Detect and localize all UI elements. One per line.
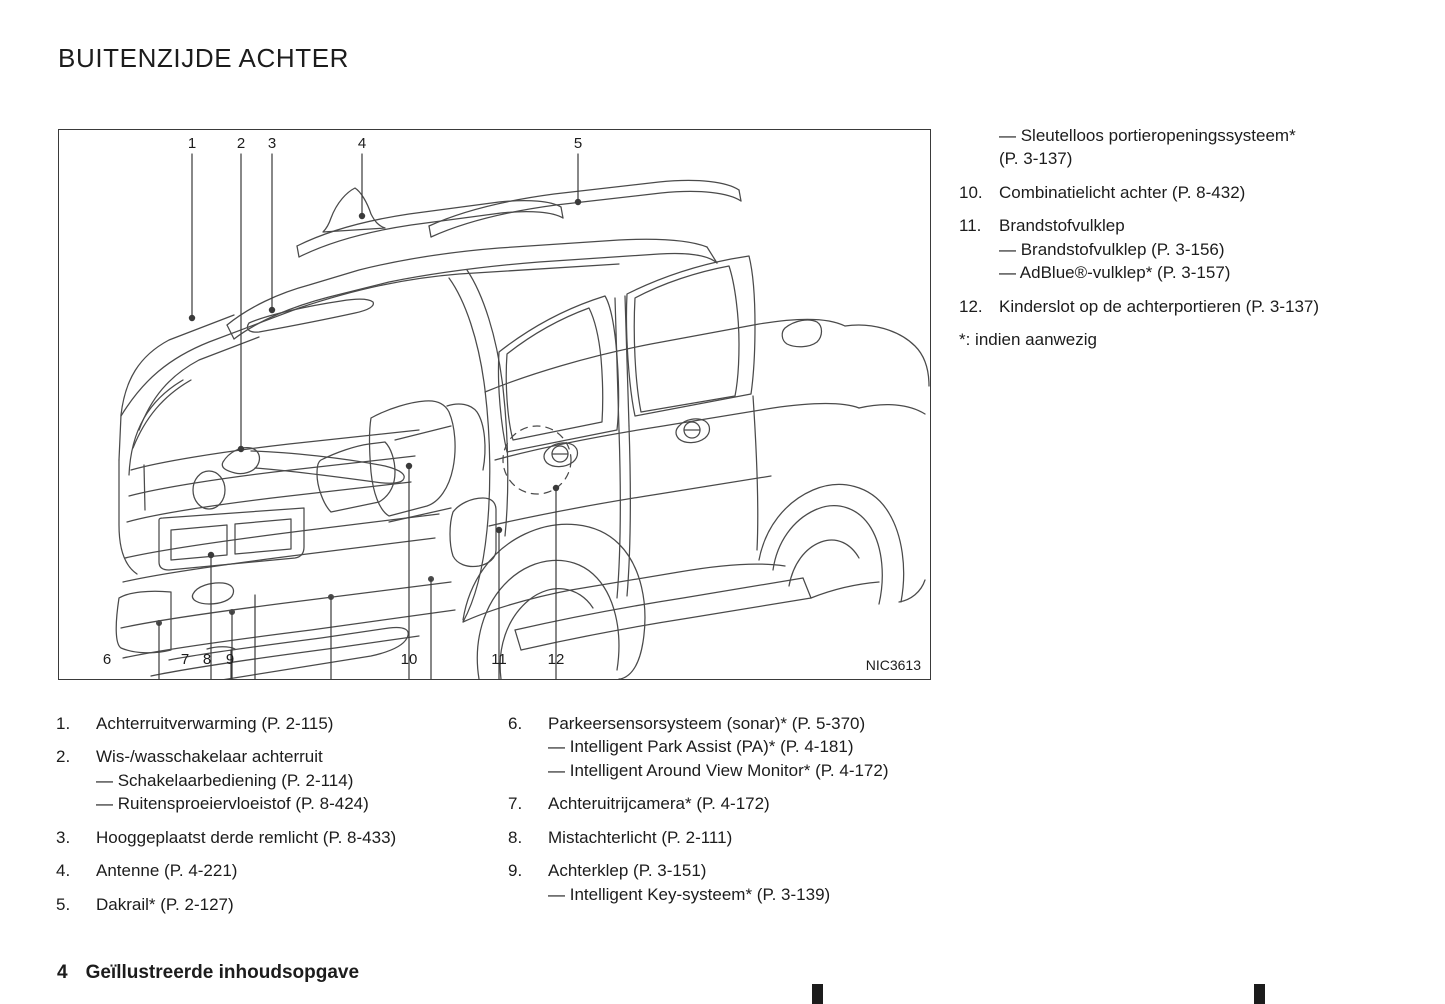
legend-body: Brandstofvulklep — Brandstofvulklep (P. … — [999, 214, 1429, 284]
legend-subitem: — Intelligent Key-systeem* (P. 3-139) — [548, 884, 831, 904]
legend-number: 1. — [56, 714, 71, 733]
legend-right-column: — Sleutelloos portieropeningssysteem* (P… — [959, 124, 1429, 352]
callout-12-label: 12 — [548, 651, 565, 668]
legend-item: 6. Parkeersensorsysteem (sonar)* (P. 5-3… — [508, 712, 978, 782]
figure-id-label: NIC3613 — [865, 657, 921, 673]
legend-item: 3. Hooggeplaatst derde remlicht (P. 8-43… — [56, 826, 506, 849]
legend-item: 11. Brandstofvulklep — Brandstofvulklep … — [959, 214, 1429, 284]
legend-main-text: Hooggeplaatst derde remlicht (P. 8-433) — [96, 827, 397, 847]
legend-body: Achterklep (P. 3-151) — Intelligent Key-… — [548, 859, 978, 906]
legend-body: Wis-/wasschakelaar achterruit — Schakela… — [96, 745, 506, 815]
print-registration-mark — [812, 984, 823, 1004]
callout-1: 1 — [188, 135, 196, 152]
legend-body: Dakrail* (P. 2-127) — [96, 893, 506, 916]
legend-main-text: Wis-/wasschakelaar achterruit — [96, 747, 323, 767]
legend-subitem: — Intelligent Park Assist (PA)* (P. 4-18… — [548, 737, 854, 757]
legend-number: 7. — [508, 794, 523, 814]
legend-body: Achterruitverwarming (P. 2-115) — [96, 712, 506, 735]
legend-subitem: — Intelligent Around View Monitor* (P. 4… — [548, 760, 889, 780]
legend-number: 4. — [56, 861, 71, 881]
callout-10-label: 10 — [401, 651, 418, 668]
legend-body: Kinderslot op de achterportieren (P. 3-1… — [999, 295, 1429, 318]
legend-body: Hooggeplaatst derde remlicht (P. 8-433) — [96, 826, 506, 849]
legend-item: 1. Achterruitverwarming (P. 2-115) — [56, 712, 506, 735]
legend-number: 6. — [508, 714, 523, 733]
legend-item: 4. Antenne (P. 4-221) — [56, 859, 506, 882]
legend-subitem: (P. 3-137) — [999, 149, 1073, 169]
legend-main-text: Mistachterlicht (P. 2-111) — [548, 827, 733, 847]
legend-subitem: — Ruitensproeiervloeistof (P. 8-424) — [96, 794, 369, 814]
legend-number: 5. — [56, 894, 71, 914]
footer-section-title: Geïllustreerde inhoudsopgave — [85, 962, 360, 983]
legend-item: 7. Achteruitrijcamera* (P. 4-172) — [508, 792, 978, 815]
legend-subitem: — Sleutelloos portieropeningssysteem* — [999, 126, 1296, 145]
legend-number: 3. — [56, 827, 71, 847]
illustration-frame: 1 2 3 4 5 6 6 7 8 9 10 11 12 NIC3613 — [58, 129, 931, 680]
callout-7-label: 7 — [181, 651, 189, 668]
legend-body: Achteruitrijcamera* (P. 4-172) — [548, 792, 978, 815]
legend-number: 11. — [959, 216, 982, 236]
legend-main-text: Achteruitrijcamera* (P. 4-172) — [548, 794, 770, 814]
callout-11-label: 11 — [491, 651, 507, 668]
callout-9-label: 9 — [226, 651, 234, 668]
legend-number: 2. — [56, 747, 71, 767]
legend-main-text: Antenne (P. 4-221) — [96, 861, 238, 881]
legend-body: — Sleutelloos portieropeningssysteem* (P… — [999, 124, 1429, 171]
legend-item: 5. Dakrail* (P. 2-127) — [56, 893, 506, 916]
legend-column-two: 6. Parkeersensorsysteem (sonar)* (P. 5-3… — [508, 712, 978, 916]
legend-main-text: Parkeersensorsysteem (sonar)* (P. 5-370) — [548, 714, 866, 733]
legend-main-text: Brandstofvulklep — [999, 216, 1125, 236]
legend-item: 10. Combinatielicht achter (P. 8-432) — [959, 181, 1429, 204]
legend-number: 12. — [959, 296, 983, 316]
legend-item: 2. Wis-/wasschakelaar achterruit — Schak… — [56, 745, 506, 815]
callout-3: 3 — [268, 135, 276, 152]
page-title: BUITENZIJDE ACHTER — [58, 43, 350, 74]
legend-subitem: — Brandstofvulklep (P. 3-156) — [999, 239, 1225, 259]
legend-item: 9. Achterklep (P. 3-151) — Intelligent K… — [508, 859, 978, 906]
legend-number: 8. — [508, 827, 523, 847]
legend-main-text: Dakrail* (P. 2-127) — [96, 894, 234, 914]
vehicle-rear-diagram: 1 2 3 4 5 6 6 7 8 9 10 11 12 — [103, 135, 930, 679]
legend-item: — Sleutelloos portieropeningssysteem* (P… — [959, 124, 1429, 171]
legend-item: 8. Mistachterlicht (P. 2-111) — [508, 826, 978, 849]
print-registration-mark — [1254, 984, 1265, 1004]
callout-8-label: 8 — [203, 651, 211, 668]
legend-main-text: Achterruitverwarming (P. 2-115) — [96, 714, 334, 733]
legend-main-text: Achterklep (P. 3-151) — [548, 861, 707, 881]
callout-4: 4 — [358, 135, 366, 152]
page-footer: 4 Geïllustreerde inhoudsopgave — [57, 962, 359, 984]
legend-body: Mistachterlicht (P. 2-111) — [548, 826, 978, 849]
legend-main-text: Combinatielicht achter (P. 8-432) — [999, 182, 1246, 202]
legend-main-text: Kinderslot op de achterportieren (P. 3-1… — [999, 296, 1320, 316]
footer-page-number: 4 — [57, 962, 68, 983]
legend-number: 9. — [508, 861, 523, 881]
callout-5: 5 — [574, 135, 582, 152]
legend-body: Antenne (P. 4-221) — [96, 859, 506, 882]
legend-item: 12. Kinderslot op de achterportieren (P.… — [959, 295, 1429, 318]
legend-subitem: — Schakelaarbediening (P. 2-114) — [96, 770, 354, 790]
callout-6-label: 6 — [103, 651, 111, 668]
legend-number: 10. — [959, 182, 983, 202]
legend-subitem: — AdBlue®-vulklep* (P. 3-157) — [999, 263, 1231, 283]
legend-column-one: 1. Achterruitverwarming (P. 2-115) 2. Wi… — [56, 712, 506, 926]
callout-2: 2 — [237, 135, 245, 152]
legend-body: Combinatielicht achter (P. 8-432) — [999, 181, 1429, 204]
legend-body: Parkeersensorsysteem (sonar)* (P. 5-370)… — [548, 712, 978, 782]
legend-footnote: *: indien aanwezig — [959, 330, 1097, 350]
